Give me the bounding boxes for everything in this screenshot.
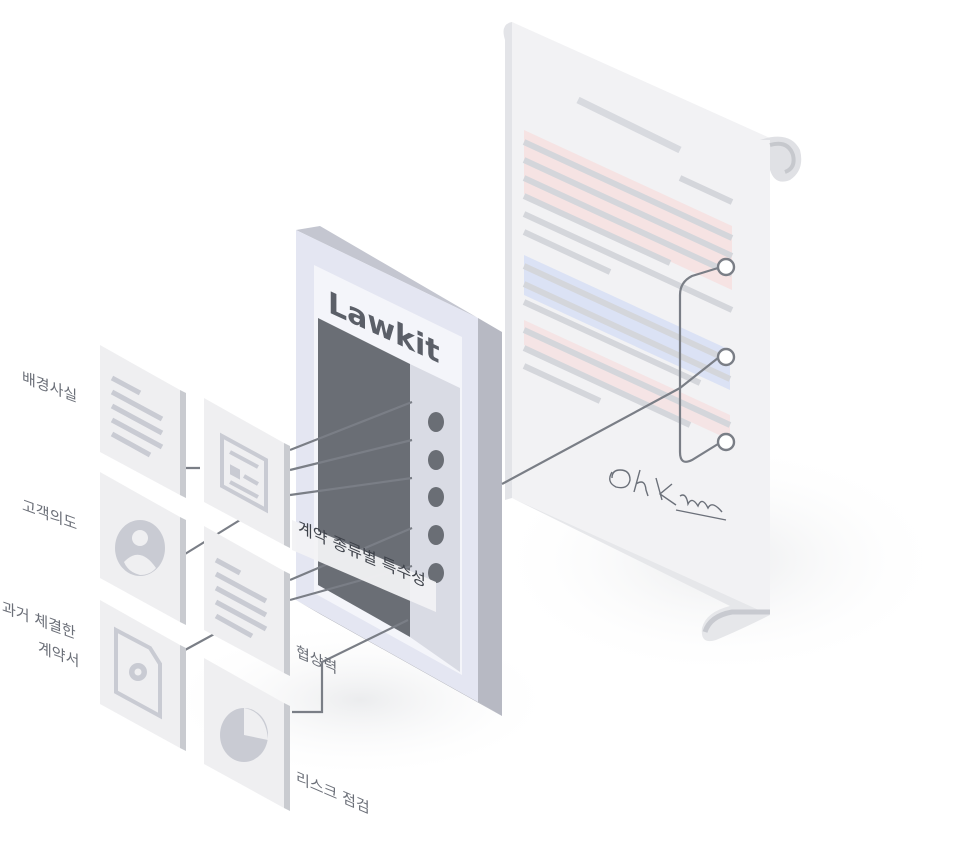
form-document-icon [220, 432, 268, 514]
document-gear-icon [114, 626, 162, 720]
text-lines-icon [214, 557, 268, 639]
feature-card-negotiation [204, 526, 290, 676]
label-past-contracts-line2: 계약서 [38, 638, 79, 670]
label-customer-intent: 고객의도 [22, 496, 77, 533]
contract-scroll [503, 22, 802, 642]
feature-card-risk [204, 658, 290, 811]
contract-anchor-points [716, 257, 736, 452]
label-past-contracts-line1: 과거 체결한 [2, 598, 76, 642]
input-card-intent [100, 472, 186, 625]
user-profile-icon [115, 520, 165, 576]
document-lines-icon [110, 375, 164, 458]
input-card-past-contracts [100, 600, 186, 751]
pie-chart-icon [220, 708, 268, 762]
input-card-background [100, 345, 186, 498]
scroll-bottom-curl [512, 498, 770, 642]
feature-card-contract-type [204, 398, 290, 548]
signature [609, 469, 727, 521]
screen-dots [428, 412, 444, 583]
label-background-facts: 배경사실 [22, 368, 77, 405]
